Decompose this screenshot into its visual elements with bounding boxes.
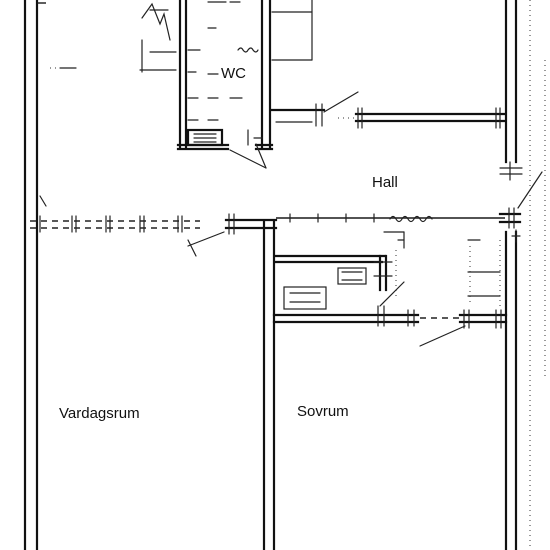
exterior-wall-left bbox=[23, 0, 46, 550]
stair-sketch bbox=[39, 2, 177, 207]
exterior-wall-right bbox=[499, 0, 546, 550]
sovrum-right-closet bbox=[467, 239, 501, 306]
wall-sovrum-top bbox=[272, 305, 508, 329]
room-label-sovrum: Sovrum bbox=[297, 403, 349, 420]
door-swing-entrance bbox=[517, 171, 543, 209]
room-label-vardagsrum: Vardagsrum bbox=[59, 405, 140, 422]
door-swing-vardagsrum bbox=[187, 231, 225, 257]
sovrum-closets bbox=[274, 231, 405, 310]
upper-right-room bbox=[270, 0, 507, 129]
main-horizontal-wall bbox=[30, 207, 522, 243]
door-swing-sovrum bbox=[379, 281, 466, 347]
room-label-wc: WC bbox=[221, 65, 246, 82]
room-label-hall: Hall bbox=[372, 174, 398, 191]
wall-vardagsrum-sovrum bbox=[262, 220, 276, 550]
wc-walls bbox=[176, 0, 274, 169]
